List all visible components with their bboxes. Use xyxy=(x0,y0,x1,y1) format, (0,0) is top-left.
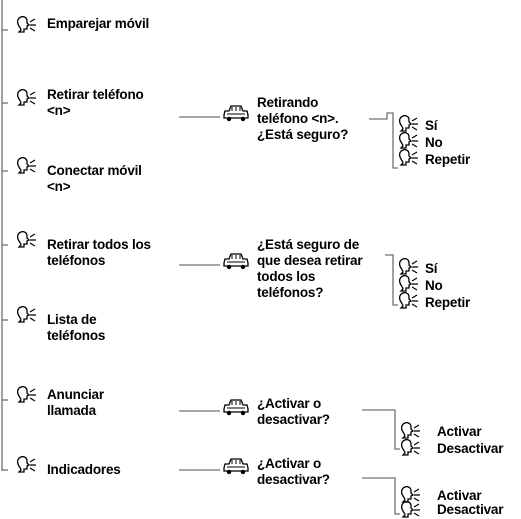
response-option[interactable]: Activar xyxy=(437,424,482,439)
response-option[interactable]: Desactivar xyxy=(437,441,504,456)
speaking-head-icon xyxy=(16,231,36,248)
speaking-head-icon xyxy=(398,132,418,149)
response-option[interactable]: Repetir xyxy=(425,152,471,167)
speaking-head-icon xyxy=(16,386,36,403)
speaking-head-icon xyxy=(16,157,36,174)
prompt-text: ¿Activar o desactivar? xyxy=(257,456,330,487)
speaking-head-icon xyxy=(400,422,420,439)
speaking-head-icon xyxy=(16,456,36,473)
menu-item-label: Indicadores xyxy=(47,462,121,477)
speaking-head-icon xyxy=(398,258,418,275)
speaking-head-icon xyxy=(16,89,36,106)
menu-item-label: Retirar todos los teléfonos xyxy=(47,237,151,268)
speaking-head-icon xyxy=(398,115,418,132)
menu-item-label: Conectar móvil <n> xyxy=(47,163,142,194)
car-icon xyxy=(223,253,249,270)
car-icon xyxy=(223,458,249,475)
speaking-head-icon xyxy=(398,292,418,309)
speaking-head-icon xyxy=(16,16,36,33)
response-option[interactable]: Desactivar xyxy=(437,502,504,517)
menu-item-label: Retirar teléfono <n> xyxy=(47,87,144,118)
response-option[interactable]: Repetir xyxy=(425,295,471,310)
menu-item-label: Anunciar llamada xyxy=(47,387,104,418)
speaking-head-icon xyxy=(400,486,420,503)
speaking-head-icon xyxy=(16,306,36,323)
prompt-text: ¿Está seguro de que desea retirar todos … xyxy=(257,237,363,300)
car-icon xyxy=(223,399,249,416)
response-option[interactable]: Sí xyxy=(425,261,438,276)
response-option[interactable]: Activar xyxy=(437,488,482,503)
prompt-text: Retirando teléfono <n>. ¿Está seguro? xyxy=(257,95,349,142)
speaking-head-icon xyxy=(400,439,420,456)
speaking-head-icon xyxy=(400,501,420,518)
menu-item-label: Lista de teléfonos xyxy=(47,312,106,343)
response-option[interactable]: Sí xyxy=(425,118,438,133)
speaking-head-icon xyxy=(398,275,418,292)
car-icon xyxy=(223,105,249,122)
speaking-head-icon xyxy=(398,149,418,166)
menu-item-label: Emparejar móvil xyxy=(47,16,150,31)
prompt-text: ¿Activar o desactivar? xyxy=(257,396,330,427)
response-option[interactable]: No xyxy=(425,135,443,150)
response-option[interactable]: No xyxy=(425,278,443,293)
